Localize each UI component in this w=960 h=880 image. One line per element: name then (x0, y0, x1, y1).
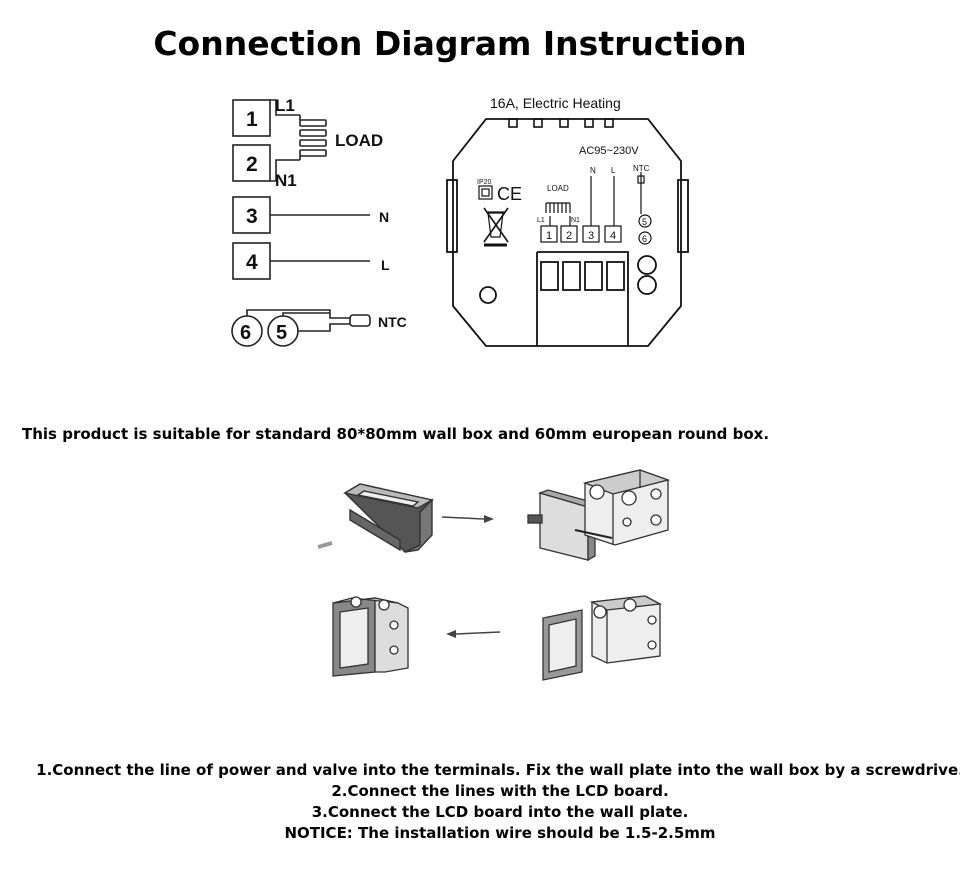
device-outline (452, 118, 682, 347)
finished-install-illustration (332, 596, 409, 677)
page-title: Connection Diagram Instruction (153, 24, 747, 63)
terminal-number: 2 (246, 153, 258, 176)
installation-steps: 1.Connect the line of power and valve in… (0, 760, 960, 844)
terminal-number: 1 (246, 108, 258, 131)
label-ntc: NTC (378, 314, 407, 330)
sensor-number: 5 (276, 322, 287, 344)
term-l-label: L (611, 166, 616, 175)
terminal-number-small: 4 (610, 230, 616, 242)
terminal-slot (606, 261, 625, 291)
term-l1-label: L1 (537, 217, 545, 224)
voltage-label: AC95~230V (579, 145, 639, 157)
step-text: 1.Connect the line of power and valve in… (36, 761, 960, 779)
terminal-number-small: 3 (588, 230, 594, 242)
weee-bin-icon (483, 207, 509, 247)
arrow-right-icon (441, 515, 494, 523)
terminal-number: 4 (246, 251, 258, 274)
panel-into-box-illustration (542, 595, 663, 681)
ntc-label-small: NTC (633, 164, 650, 173)
step-text: 2.Connect the lines with the LCD board. (331, 782, 669, 800)
device-labels: 16A, Electric Heating AC95~230V IP20 CE … (477, 95, 650, 244)
term-n1-label: N1 (571, 217, 580, 224)
terminal-slot (584, 261, 603, 291)
label-l: L (381, 257, 390, 273)
ce-mark: CE (497, 184, 522, 204)
terminal-box-2 (232, 144, 271, 182)
label-l1: L1 (275, 96, 295, 115)
wiring-schematic (231, 99, 371, 347)
sensor-number: 6 (240, 322, 251, 344)
sensor-number-small: 6 (642, 234, 647, 244)
wiring-labels: 1 2 3 4 L1 N1 LOAD N L NTC 6 5 (240, 96, 407, 344)
notice-text: NOTICE: The installation wire should be … (284, 824, 716, 842)
terminal-slot (562, 261, 581, 291)
sensor-port (637, 255, 657, 275)
device-back-view (446, 118, 689, 347)
rating-label: 16A, Electric Heating (490, 95, 621, 111)
terminal-box-1 (232, 99, 271, 137)
terminal-number-small: 2 (566, 230, 572, 242)
load-label-small: LOAD (547, 184, 569, 193)
mounting-hole (479, 286, 497, 304)
term-n-label: N (590, 166, 596, 175)
thermostat-panel-illustration (317, 483, 434, 553)
terminal-slot (540, 261, 559, 291)
label-n1: N1 (275, 171, 297, 190)
step-text: 3.Connect the LCD board into the wall pl… (311, 803, 689, 821)
load-element-icon (299, 115, 327, 160)
wall-plate-box-illustration (527, 469, 671, 562)
label-load: LOAD (335, 131, 383, 150)
arrow-left-icon (446, 630, 501, 638)
suitability-note: This product is suitable for standard 80… (22, 425, 770, 443)
sensor-port (637, 275, 657, 295)
label-n: N (379, 209, 389, 225)
ip-rating-label: IP20 (477, 179, 492, 186)
terminal-number: 3 (246, 205, 258, 228)
terminal-number-small: 1 (546, 230, 552, 242)
sensor-number-small: 5 (642, 217, 647, 227)
